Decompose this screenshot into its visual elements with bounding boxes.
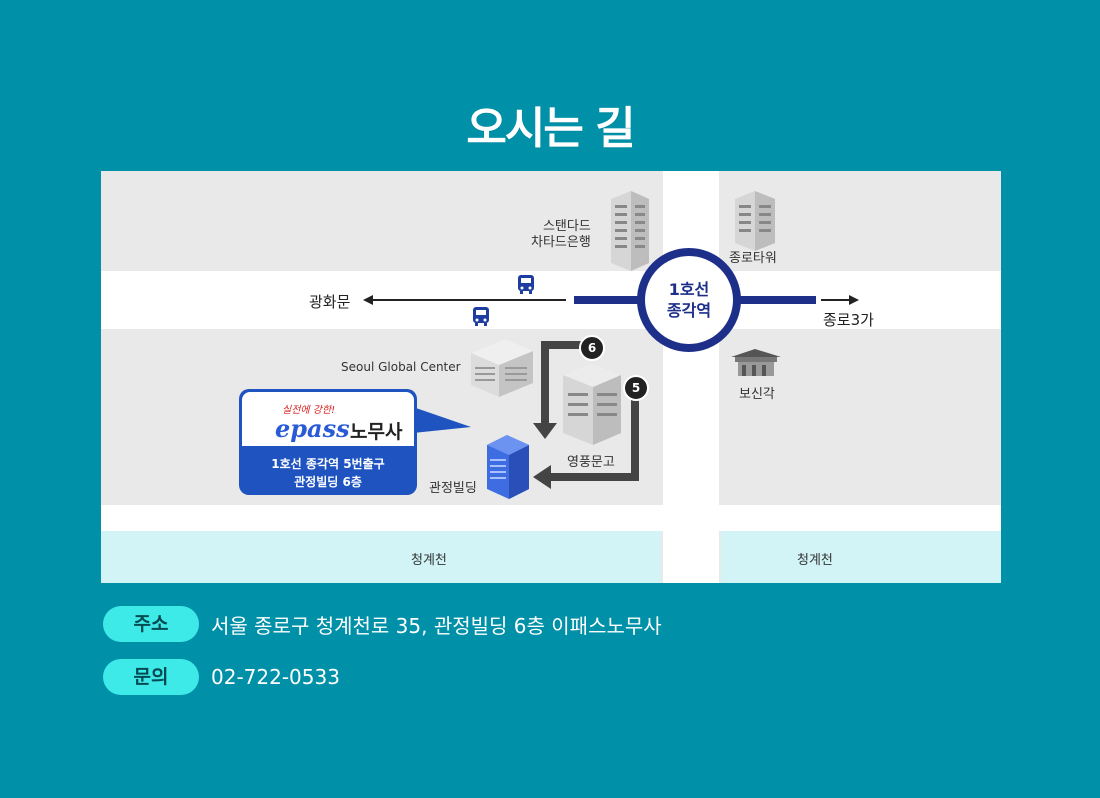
address-text: 서울 종로구 청계천로 35, 관정빌딩 6층 이패스노무사 [211, 613, 662, 638]
address-row: 주소 서울 종로구 청계천로 35, 관정빌딩 6층 이패스노무사 [103, 606, 662, 642]
exit-6-arrow-head [533, 423, 557, 439]
exit-5-arrow-head [533, 465, 551, 489]
building-icon-standard-bank [611, 191, 649, 271]
bus-icon [518, 275, 534, 294]
brand-slogan: 실전에 강한! [282, 405, 336, 416]
label-bosingak: 보신각 [739, 387, 775, 402]
exit-5-route [547, 393, 639, 481]
label-cheonggyecheon-left: 청계천 [411, 553, 447, 568]
building-icon-seoul-global-center [471, 339, 533, 397]
exit-5-badge: 5 [623, 375, 649, 401]
label-gwanghwamun: 광화문 [309, 293, 351, 311]
brand-logo: epass [275, 414, 350, 443]
map-graphics [101, 171, 1001, 583]
exit-6-route [541, 341, 581, 427]
office-callout: 실전에 강한! epass 노무사 1호선 종각역 5번출구 관정빌딩 6층 [239, 389, 417, 495]
station-line: 1호선 [668, 280, 710, 299]
page-title: 오시는 길 [466, 103, 635, 154]
location-map: 스탠다드 차타드은행 종로타워 광화문 종로3가 1호선 종각역 Seoul G… [101, 171, 1001, 583]
lower-road [101, 505, 1001, 531]
station-circle [637, 248, 741, 352]
arrow-right-head [849, 295, 859, 305]
label-youngpoong: 영풍문고 [567, 455, 615, 470]
address-label-pill: 주소 [103, 606, 199, 642]
label-cheonggyecheon-right: 청계천 [797, 553, 833, 568]
contact-label-pill: 문의 [103, 659, 199, 695]
building-icon-jongno-tower [735, 191, 775, 251]
contact-row: 문의 02-722-0533 [103, 659, 340, 695]
building-icon-youngpoong [563, 363, 621, 445]
station-name: 종각역 [666, 301, 712, 320]
phone-text[interactable]: 02-722-0533 [211, 665, 340, 689]
arrow-left-head [363, 295, 373, 305]
label-jongno3ga: 종로3가 [823, 311, 874, 329]
callout-line-2: 관정빌딩 6층 [294, 475, 362, 489]
cheonggyecheon-right-area [721, 531, 1001, 583]
callout-logo-area: 실전에 강한! epass 노무사 [242, 392, 414, 446]
label-standard-bank: 스탠다드 차타드은행 [531, 219, 591, 250]
callout-line-1: 1호선 종각역 5번출구 [271, 457, 385, 471]
label-jongno-tower: 종로타워 [729, 251, 777, 266]
label-gwanjeong: 관정빌딩 [429, 481, 477, 496]
cheonggyecheon-left-area [101, 531, 661, 583]
bosingak-icon [731, 349, 781, 376]
bus-icon [473, 307, 489, 326]
brand-name: 노무사 [350, 421, 403, 443]
station-label: 1호선 종각역 [649, 279, 729, 321]
exit-6-badge: 6 [579, 335, 605, 361]
building-icon-gwanjeong [487, 435, 529, 499]
label-seoul-global-center: Seoul Global Center [341, 360, 461, 374]
callout-tail [413, 407, 471, 433]
